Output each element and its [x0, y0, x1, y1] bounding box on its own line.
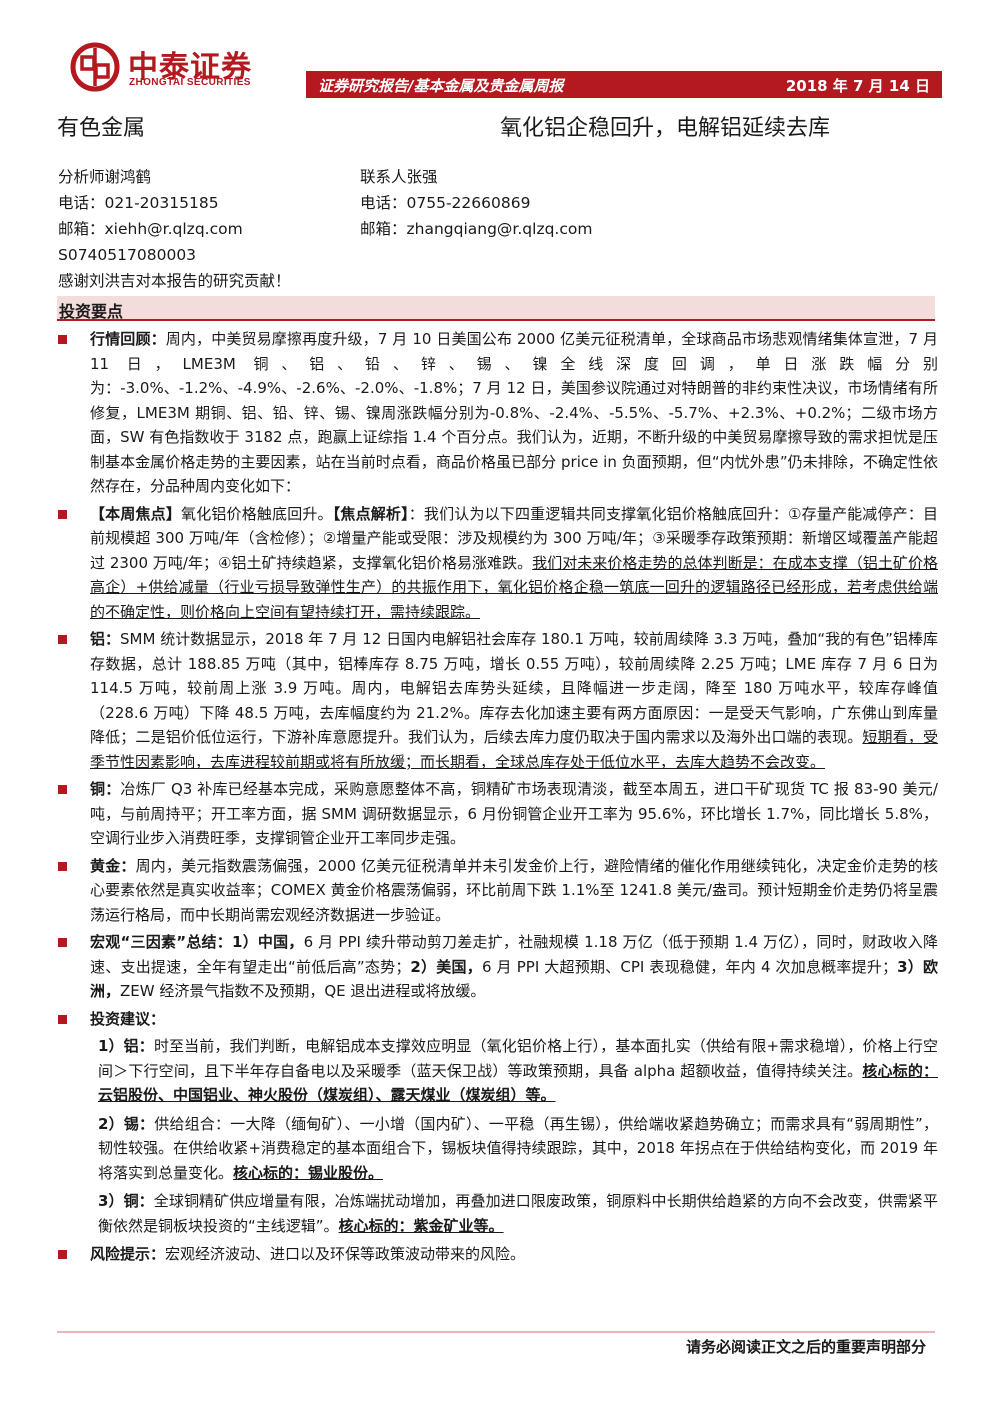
footer-disclaimer: 请务必阅读正文之后的重要声明部分 — [685, 1338, 926, 1356]
para-label: 投资建议： — [90, 1009, 166, 1028]
macro-china-label: 1）中国， — [232, 933, 304, 951]
analyst-thanks: 感谢刘洪吉对本报告的研究贡献！ — [58, 272, 291, 290]
contact-email[interactable]: 邮箱：zhangqiang@r.qlzq.com — [360, 220, 593, 238]
advice-text: 供给组合：一大降（缅甸矿）、一小增（国内矿）、一平稳（再生锡），供给端收紧趋势确… — [98, 1114, 938, 1182]
para-text: 周内，美元指数震荡偏强，2000 亿美元征税清单并未引发金价上行，避险情绪的催化… — [90, 856, 938, 924]
advice-label: 2）锡： — [98, 1114, 155, 1133]
analyst-info: 分析师谢鸿鹤 电话：021-20315185 邮箱：xiehh@r.qlzq.c… — [58, 164, 291, 294]
report-header: 中泰证券 ZHONGTAI SECURITIES 证券研究报告/基本金属及贵金属… — [0, 0, 992, 110]
para-text: SMM 统计数据显示，2018 年 7 月 12 日国内电解铝社会库存 180.… — [90, 630, 938, 746]
risk-paragraph: 风险提示：宏观经济波动、进口以及环保等政策波动带来的风险。 — [58, 1242, 938, 1267]
zhongtai-logo-icon — [70, 42, 120, 92]
section-title: 投资要点 — [59, 302, 124, 321]
square-bullet-icon — [58, 1014, 67, 1024]
footer-divider — [57, 1331, 935, 1333]
header-banner: 证券研究报告/基本金属及贵金属周报 2018 年 7 月 14 日 — [306, 71, 942, 98]
square-bullet-icon — [58, 938, 67, 947]
para-text: ：我们认为以下四重逻辑共同支撑氧化铝价格触底回升：①存量产能减停产：目前规模超 … — [90, 504, 938, 572]
advice-tin: 2）锡：供给组合：一大降（缅甸矿）、一小增（国内矿）、一平稳（再生锡），供给端收… — [58, 1112, 938, 1186]
analyst-name: 分析师谢鸿鹤 — [58, 168, 152, 186]
analyst-email[interactable]: 邮箱：xiehh@r.qlzq.com — [58, 220, 243, 238]
advice-label: 3）铜： — [98, 1192, 154, 1210]
para-label: 风险提示： — [90, 1245, 166, 1263]
para-label: 铝： — [90, 630, 121, 648]
advice-core-targets: 核心标的：锡业股份。 — [233, 1163, 384, 1182]
para-underlined-text: 我们对未来价格走势的总体判断是：在成本支撑（铝土矿价格高企）+供给减量（行业亏损… — [90, 553, 938, 621]
advice-core-targets: 核心标的：紫金矿业等。 — [338, 1216, 504, 1235]
para-label: 铜： — [90, 780, 121, 798]
square-bullet-icon — [58, 509, 67, 519]
para-text: 氧化铝价格触底回升。 — [181, 504, 333, 523]
report-date: 2018 年 7 月 14 日 — [785, 77, 930, 95]
aluminum-paragraph: 铝：SMM 统计数据显示，2018 年 7 月 12 日国内电解铝社会库存 18… — [58, 627, 938, 774]
contact-phone: 电话：0755-22660869 — [360, 194, 531, 212]
para-text: 冶炼厂 Q3 补库已经基本完成，采购意愿整体不高，铜精矿市场表现清淡，截至本周五… — [90, 780, 938, 847]
square-bullet-icon — [58, 1250, 67, 1259]
macro-eu-label: 3）欧洲， — [90, 957, 939, 1001]
macro-us-label: 2）美国， — [410, 957, 482, 976]
macro-paragraph: 宏观“三因素”总结：1）中国，6 月 PPI 续升带动剪刀差走扩，社融规模 1.… — [58, 930, 938, 1004]
para-underlined-text: 短期看，受季节性因素影响，去库进程较前期或将有所放缓；而长期看，全球总库存处于低… — [90, 728, 938, 771]
square-bullet-icon — [58, 861, 67, 871]
contact-info: 联系人张强 电话：0755-22660869 邮箱：zhangqiang@r.q… — [360, 164, 592, 242]
report-type: 证券研究报告/基本金属及贵金属周报 — [318, 77, 564, 95]
para-label: 宏观“三因素”总结： — [90, 933, 233, 951]
report-title: 氧化铝企稳回升，电解铝延续去库 — [500, 116, 831, 141]
square-bullet-icon — [58, 785, 67, 794]
market-review-paragraph: 行情回顾：周内，中美贸易摩擦再度升级，7 月 10 日美国公布 2000 亿美元… — [58, 327, 938, 499]
contact-name: 联系人张强 — [360, 168, 438, 186]
advice-core-targets: 核心标的：云铝股份、中国铝业、神火股份（煤炭组）、露天煤业（煤炭组）等。 — [98, 1061, 938, 1105]
para-text: 宏观经济波动、进口以及环保等政策波动带来的风险。 — [165, 1245, 526, 1263]
square-bullet-icon — [58, 635, 67, 644]
copper-paragraph: 铜：冶炼厂 Q3 补库已经基本完成，采购意愿整体不高，铜精矿市场表现清淡，截至本… — [58, 777, 938, 851]
analyst-phone: 电话：021-20315185 — [58, 194, 219, 212]
advice-text: 全球铜精矿供应增量有限，冶炼端扰动增加，再叠加进口限废政策，铜原料中长期供给趋紧… — [98, 1192, 939, 1235]
para-text: ZEW 经济景气指数不及预期，QE 退出进程或将放缓。 — [120, 982, 486, 1000]
para-label: 【本周焦点】 — [90, 504, 182, 523]
advice-aluminum: 1）铝：时至当前，我们判断，电解铝成本支撑效应明显（氧化铝价格上行），基本面扎实… — [58, 1034, 938, 1108]
para-label: 行情回顾： — [90, 330, 166, 348]
para-label: 黄金： — [90, 856, 136, 875]
report-body: 行情回顾：周内，中美贸易摩擦再度升级，7 月 10 日美国公布 2000 亿美元… — [58, 327, 938, 1270]
para-label: 【焦点解析】 — [332, 504, 409, 523]
sector-label: 有色金属 — [57, 116, 146, 141]
para-text: 6 月 PPI 大超预期、CPI 表现稳健，年内 4 次加息概率提升； — [481, 957, 898, 976]
advice-copper: 3）铜：全球铜精矿供应增量有限，冶炼端扰动增加，再叠加进口限废政策，铜原料中长期… — [58, 1189, 938, 1238]
section-header: 投资要点 — [57, 296, 935, 321]
para-text: 6 月 PPI 续升带动剪刀差走扩，社融规模 1.18 万亿（低于预期 1.4 … — [90, 933, 939, 976]
analyst-cert: S0740517080003 — [58, 246, 197, 264]
gold-paragraph: 黄金：周内，美元指数震荡偏强，2000 亿美元征税清单并未引发金价上行，避险情绪… — [58, 854, 938, 928]
brand-name-en: ZHONGTAI SECURITIES — [129, 77, 251, 88]
square-bullet-icon — [58, 335, 67, 344]
investment-advice-heading: 投资建议： — [58, 1007, 938, 1032]
weekly-focus-paragraph: 【本周焦点】氧化铝价格触底回升。【焦点解析】：我们认为以下四重逻辑共同支撑氧化铝… — [58, 502, 938, 625]
para-text: 周内，中美贸易摩擦再度升级，7 月 10 日美国公布 2000 亿美元征税清单，… — [90, 330, 938, 495]
advice-label: 1）铝： — [98, 1037, 154, 1055]
brand-name-cn: 中泰证券 — [128, 50, 252, 85]
advice-text: 时至当前，我们判断，电解铝成本支撑效应明显（氧化铝价格上行），基本面扎实（供给有… — [98, 1037, 938, 1080]
